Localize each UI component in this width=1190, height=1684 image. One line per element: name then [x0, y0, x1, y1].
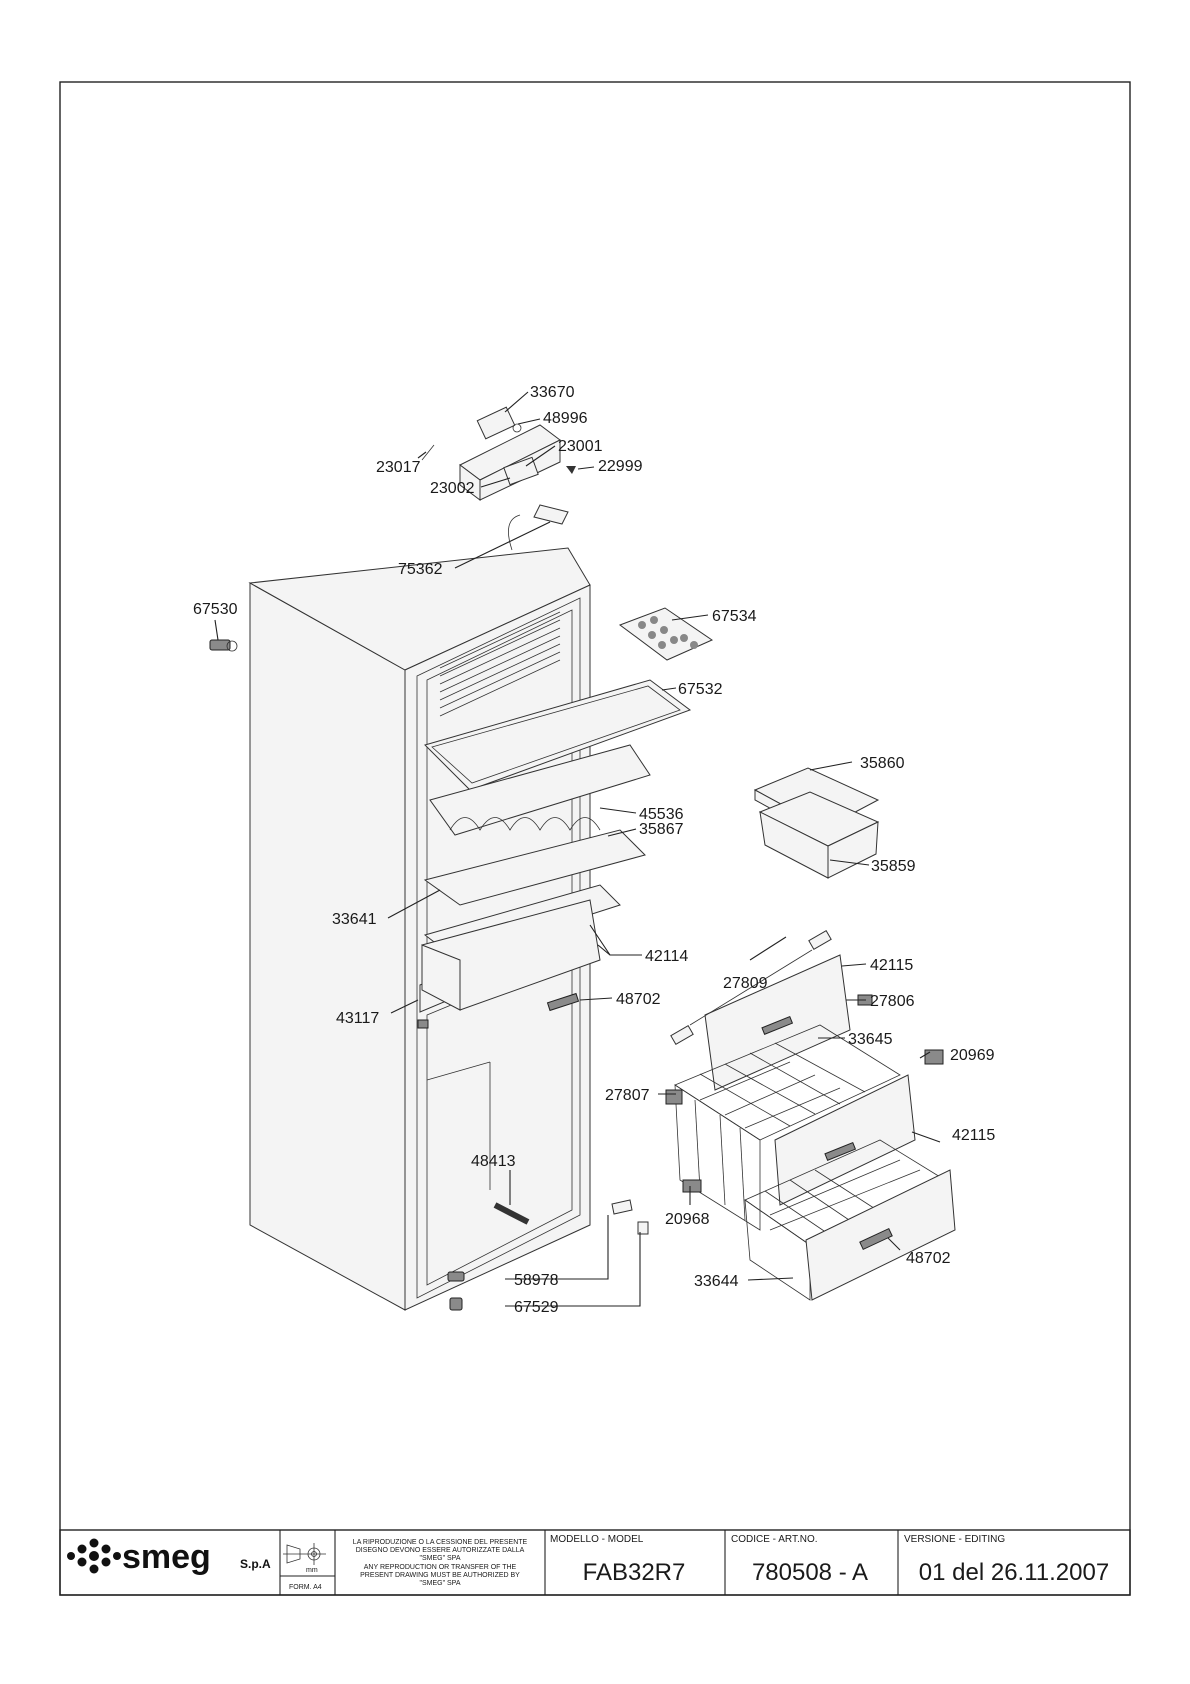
callout-35859: 35859: [871, 858, 916, 875]
callout-42114: 42114: [645, 948, 688, 965]
callout-22999: 22999: [598, 458, 643, 475]
notice-en-3: "SMEG" SPA: [419, 1580, 460, 1587]
callout-33645: 33645: [848, 1031, 893, 1048]
code-value: 780508 - A: [752, 1559, 868, 1586]
notice-it-1: LA RIPRODUZIONE O LA CESSIONE DEL PRESEN…: [353, 1539, 528, 1546]
model-value: FAB32R7: [583, 1559, 686, 1586]
callout-23002: 23002: [430, 480, 475, 497]
company-suffix: S.p.A: [240, 1557, 271, 1571]
notice-en-1: ANY REPRODUCTION OR TRANSFER OF THE: [364, 1564, 517, 1571]
callout-33670: 33670: [530, 384, 575, 401]
smeg-logo: smeg S.p.A: [67, 1538, 271, 1576]
callout-27807: 27807: [605, 1087, 650, 1104]
thermostat-assembly: [421, 406, 576, 501]
callout-27809: 27809: [723, 975, 768, 992]
callout-67534: 67534: [712, 608, 757, 625]
callout-48996: 48996: [543, 410, 588, 427]
callout-labels: 33670 48996 23001 22999 23017 23002 7536…: [193, 384, 995, 1316]
callout-67530: 67530: [193, 601, 238, 618]
callout-23001: 23001: [558, 438, 603, 455]
projection-symbol-icon: [283, 1543, 326, 1565]
callout-58978: 58978: [514, 1272, 559, 1289]
callout-48702-upper: 48702: [616, 991, 661, 1008]
leader-lines: [214, 391, 941, 1307]
version-label: VERSIONE - EDITING: [904, 1534, 1005, 1545]
smeg-logo-text: smeg: [122, 1538, 211, 1576]
notice-it-3: "SMEG" SPA: [419, 1555, 460, 1562]
version-value: 01 del 26.11.2007: [919, 1559, 1109, 1586]
callout-23017: 23017: [376, 459, 421, 476]
callout-48702-lower: 48702: [906, 1250, 951, 1267]
callout-35860: 35860: [860, 755, 905, 772]
callout-67532: 67532: [678, 681, 723, 698]
callout-67529: 67529: [514, 1299, 559, 1316]
callout-33644: 33644: [694, 1273, 739, 1290]
callout-35867: 35867: [639, 821, 684, 838]
notice-en-2: PRESENT DRAWING MUST BE AUTHORIZED BY: [360, 1572, 520, 1579]
callout-45536: 45536: [639, 806, 684, 823]
callout-42115-upper: 42115: [870, 957, 913, 974]
ice-tray: [618, 607, 714, 661]
callout-20968: 20968: [665, 1211, 710, 1228]
code-label: CODICE - ART.NO.: [731, 1534, 818, 1545]
callout-20969: 20969: [950, 1047, 995, 1064]
title-block: smeg S.p.A mm FORM. A4 LA RIPRODUZIONE O…: [59, 1529, 1131, 1596]
butter-box: [753, 767, 880, 879]
callout-33641: 33641: [332, 911, 377, 928]
callout-43117: 43117: [336, 1010, 379, 1027]
model-label: MODELLO - MODEL: [550, 1534, 644, 1545]
callout-75362: 75362: [398, 561, 443, 578]
notice-it-2: DISEGNO DEVONO ESSERE AUTORIZZATE DALLA: [356, 1547, 525, 1554]
callout-48413: 48413: [471, 1153, 516, 1170]
lamp-cable: [508, 504, 569, 551]
callout-42115-lower: 42115: [952, 1127, 995, 1144]
foot-left: [209, 639, 238, 652]
fridge-cabinet: [248, 547, 692, 1311]
unit-label: mm: [306, 1567, 318, 1574]
bottom-hinges: [447, 1199, 649, 1311]
callout-27806: 27806: [870, 993, 915, 1010]
format-label: FORM. A4: [289, 1584, 322, 1591]
freezer-drawers: [665, 929, 956, 1301]
